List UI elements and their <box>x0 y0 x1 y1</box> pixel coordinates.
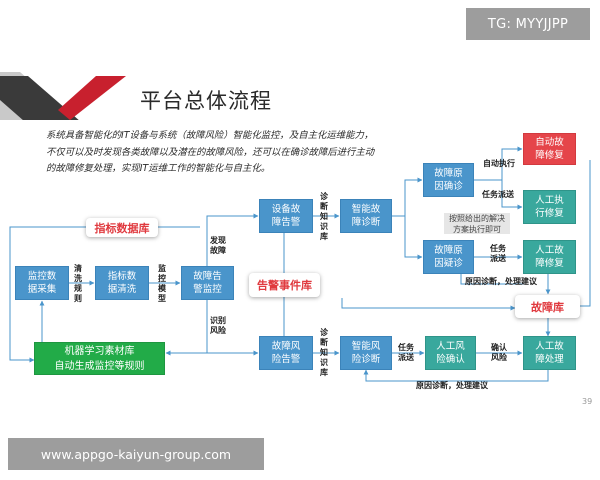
node-cause-confirmed[interactable]: 故障原 因确诊 <box>423 163 474 197</box>
label-cleaning-rule: 清 洗 规 则 <box>74 264 82 303</box>
label-auto-exec: 自动执行 <box>483 159 515 168</box>
label-dispatch-mid: 任务 派送 <box>490 244 506 263</box>
intro-line: 不仅可以及时发现各类故障以及潜在的故障风险，还可以在确诊故障后进行主动 <box>46 146 375 158</box>
label-cause-advice-mid: 原因诊断，处理建议 <box>465 277 537 286</box>
footer-url-banner[interactable]: www.appgo-kaiyun-group.com <box>8 438 264 470</box>
label-cause-advice-bottom: 原因诊断，处理建议 <box>416 381 488 390</box>
node-risk-alarm[interactable]: 故障风 险告警 <box>259 336 313 370</box>
store-metrics-db[interactable]: 指标数据库 <box>86 218 158 237</box>
label-diagnosis-kb-top: 诊 断 知 识 库 <box>320 192 328 241</box>
label-find-risk: 识别 风险 <box>210 316 226 335</box>
node-auto-fix[interactable]: 自动故 障修复 <box>523 133 576 165</box>
node-manual-exec-fix[interactable]: 人工执 行修复 <box>523 190 576 224</box>
node-smart-fault-diagnosis[interactable]: 智能故 障诊断 <box>340 199 392 233</box>
node-smart-risk-diagnosis[interactable]: 智能风 险诊断 <box>340 336 392 370</box>
node-alarm-monitor[interactable]: 故障告 警监控 <box>181 266 234 300</box>
page-title: 平台总体流程 <box>140 89 272 113</box>
node-ml-material-library[interactable]: 机器学习素材库 自动生成监控等规则 <box>34 342 165 375</box>
label-monitor-model: 监 控 模 型 <box>158 264 166 303</box>
label-confirm-risk: 确认 风险 <box>491 343 507 362</box>
node-data-collection[interactable]: 监控数 据采集 <box>15 266 69 300</box>
solution-note: 按照给出的解决 方案执行即可 <box>444 213 510 234</box>
store-alarm-events[interactable]: 告警事件库 <box>249 273 320 297</box>
store-fault-library[interactable]: 故障库 <box>515 295 580 318</box>
label-dispatch-top: 任务派送 <box>482 190 514 199</box>
intro-line: 系统具备智能化的IT设备与系统（故障风险）智能化监控，及自主化运维能力， <box>46 130 374 141</box>
label-diagnosis-kb-bottom: 诊 断 知 识 库 <box>320 328 328 377</box>
corner-decoration <box>0 72 126 120</box>
node-manual-fault-repair[interactable]: 人工故 障修复 <box>523 240 576 274</box>
node-manual-risk-confirm[interactable]: 人工风 险确认 <box>425 336 476 370</box>
node-data-cleaning[interactable]: 指标数 据清洗 <box>95 266 149 300</box>
intro-line: 的故障修复处理，实现IT运维工作的智能化与自主化。 <box>46 163 271 174</box>
node-device-alarm[interactable]: 设备故 障告警 <box>259 199 313 233</box>
intro-text: 系统具备智能化的IT设备与系统（故障风险）智能化监控，及自主化运维能力， 不仅可… <box>46 128 416 178</box>
label-dispatch-bottom: 任务 派送 <box>398 343 414 362</box>
tg-badge: TG: MYYJJPP <box>466 8 590 40</box>
page-number: 39 <box>582 397 593 406</box>
node-cause-suspected[interactable]: 故障原 因疑诊 <box>423 240 474 274</box>
node-manual-fault-handle[interactable]: 人工故 障处理 <box>523 336 576 370</box>
label-find-fault: 发现 故障 <box>210 236 226 255</box>
